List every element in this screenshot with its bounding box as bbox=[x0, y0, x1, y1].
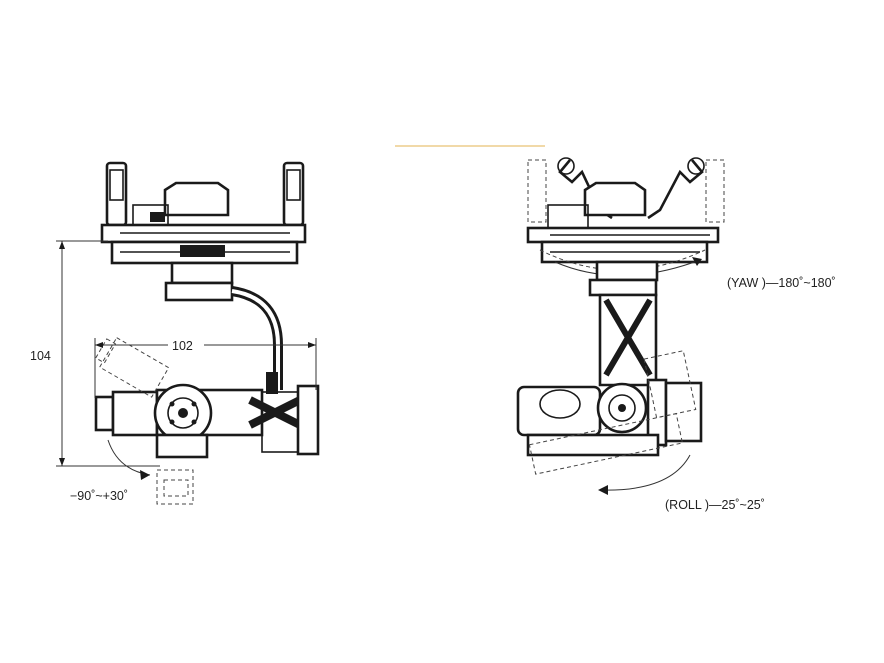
camera-body bbox=[111, 390, 159, 437]
roll-range-label: (ROLL )—25˚~25˚ bbox=[665, 498, 765, 512]
height-dimension bbox=[56, 240, 160, 467]
width-dimension bbox=[94, 338, 317, 398]
roll-motor-side bbox=[296, 384, 320, 456]
front-yaw-motor bbox=[588, 278, 658, 297]
yaw-range-label: (YAW )—180˚~180˚ bbox=[727, 276, 836, 290]
yaw-motor bbox=[164, 281, 234, 302]
width-dimension-label: 102 bbox=[172, 339, 193, 353]
top-mount-box bbox=[163, 181, 230, 217]
side-view-gimbal bbox=[94, 161, 320, 505]
top-accent-strip bbox=[395, 145, 545, 147]
front-camera-body bbox=[516, 385, 602, 437]
right-clamp bbox=[647, 159, 704, 220]
front-view-gimbal bbox=[516, 157, 725, 495]
pitch-range-label: −90˚~+30˚ bbox=[70, 489, 128, 503]
height-dimension-label: 104 bbox=[30, 349, 51, 363]
